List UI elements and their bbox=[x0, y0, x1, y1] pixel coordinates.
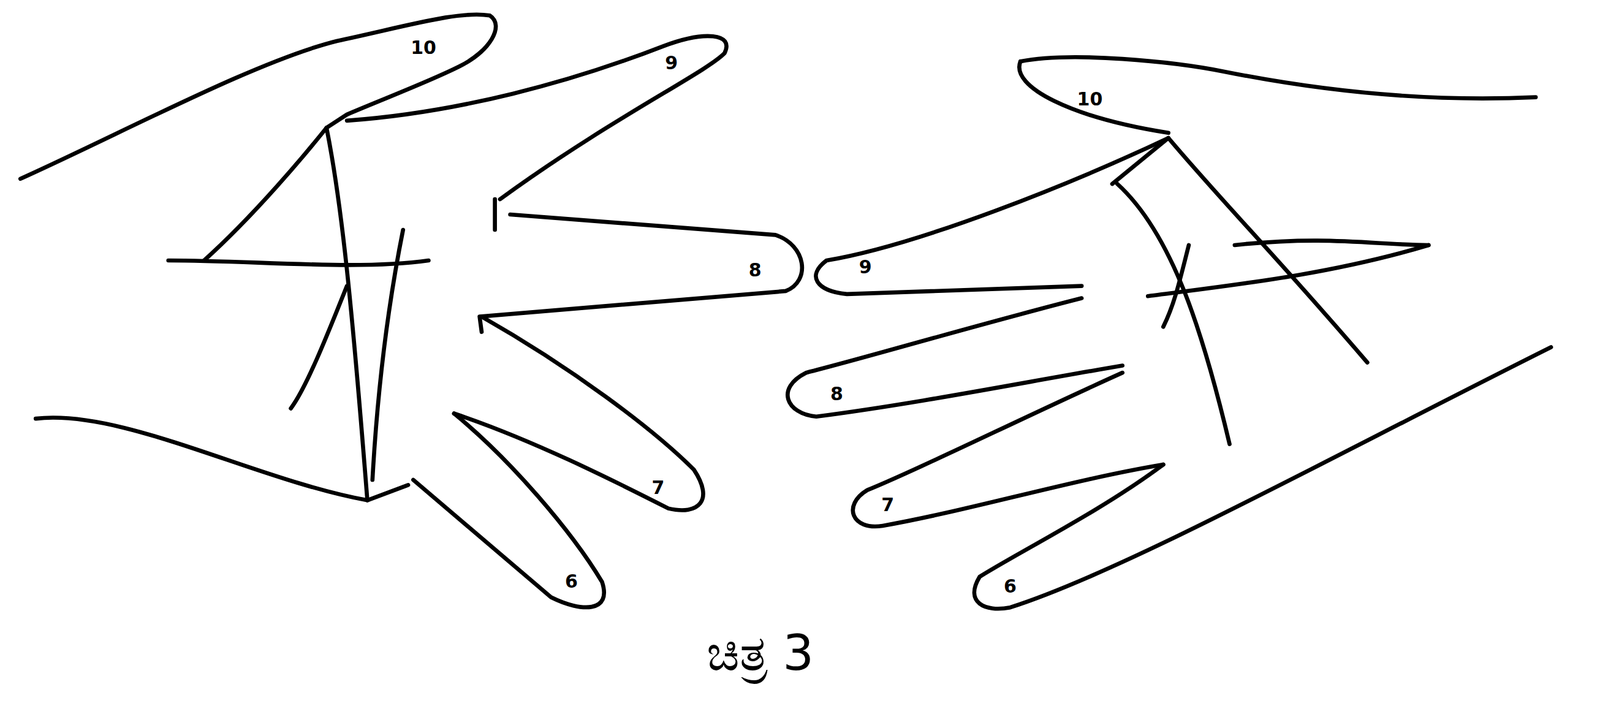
callout-number: 7 bbox=[881, 495, 895, 515]
callout-number: 8 bbox=[830, 384, 844, 404]
callout-number: 9 bbox=[859, 257, 873, 277]
callout-number: 9 bbox=[664, 53, 678, 73]
callout-number: 6 bbox=[564, 572, 578, 591]
callout-number: 7 bbox=[652, 478, 665, 497]
figure-caption: ಚಿತ್ರ 3 bbox=[706, 623, 814, 683]
callout-number: 8 bbox=[748, 261, 762, 280]
callout-number: 10 bbox=[1077, 90, 1104, 109]
callout-number: 10 bbox=[410, 38, 437, 57]
callout-number: 6 bbox=[1003, 577, 1017, 596]
